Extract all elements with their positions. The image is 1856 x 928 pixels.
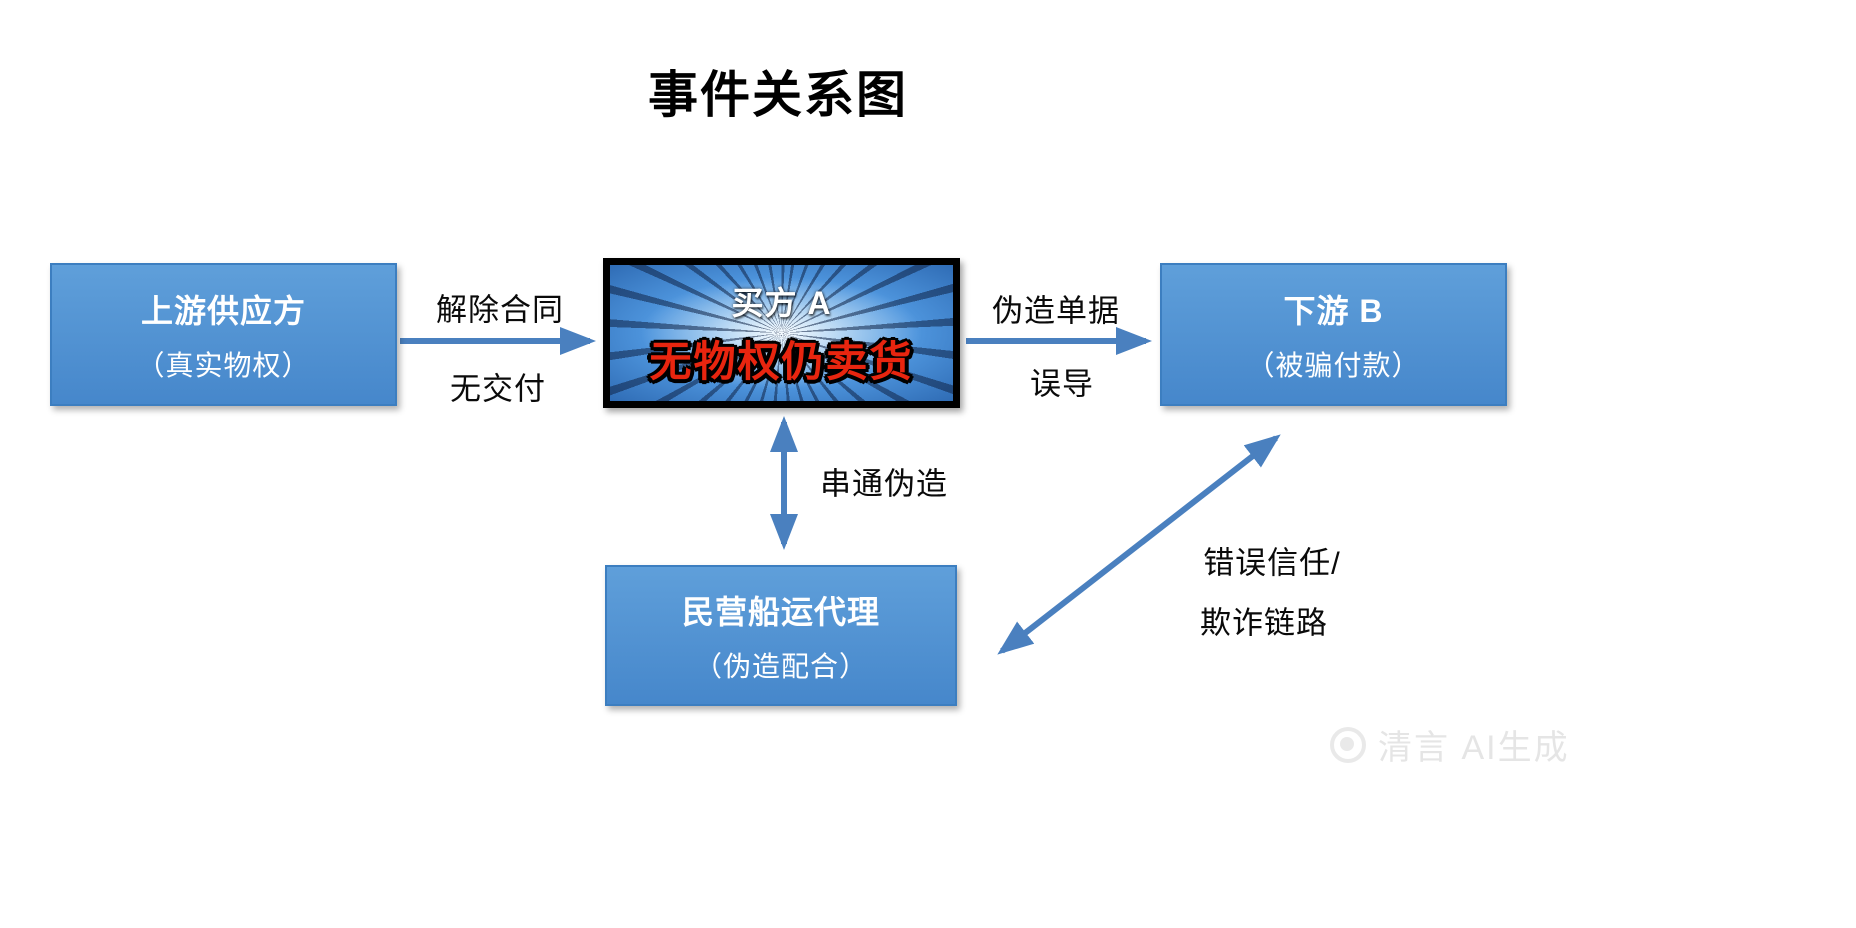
node-upstream-supplier: 上游供应方 （真实物权） <box>50 263 397 406</box>
node-buyer-a: 买方 A 无物权仍卖货 <box>603 258 960 408</box>
node-downstream-b-title: 下游 B <box>1283 292 1384 329</box>
page-title: 事件关系图 <box>648 67 908 123</box>
edge-label-wrong-trust: 错误信任/ <box>1203 545 1341 581</box>
edge-label-no-delivery: 无交付 <box>450 371 546 407</box>
node-upstream-supplier-subtitle: （真实物权） <box>136 349 311 381</box>
edge-label-mislead: 误导 <box>1030 366 1094 402</box>
watermark: 清言 AI生成 <box>1330 720 1570 769</box>
node-upstream-supplier-title: 上游供应方 <box>140 292 306 329</box>
node-shipping-agent: 民营船运代理 （伪造配合） <box>605 565 957 706</box>
edge-label-terminate-contract: 解除合同 <box>436 292 564 328</box>
node-buyer-a-highlight: 无物权仍卖货 <box>649 337 914 385</box>
watermark-text: 清言 AI生成 <box>1378 729 1570 767</box>
node-downstream-b-subtitle: （被骗付款） <box>1246 349 1421 381</box>
node-shipping-agent-title: 民营船运代理 <box>681 593 880 630</box>
node-buyer-a-title: 买方 A <box>731 284 832 321</box>
edge-label-forged-documents: 伪造单据 <box>992 293 1120 329</box>
watermark-logo-icon <box>1330 726 1366 763</box>
node-shipping-agent-subtitle: （伪造配合） <box>693 650 868 682</box>
node-downstream-b: 下游 B （被骗付款） <box>1160 263 1507 406</box>
edge-label-fraud-chain: 欺诈链路 <box>1200 605 1328 641</box>
edge-label-collusion-forgery: 串通伪造 <box>820 466 948 502</box>
comic-burst-background <box>610 265 953 401</box>
